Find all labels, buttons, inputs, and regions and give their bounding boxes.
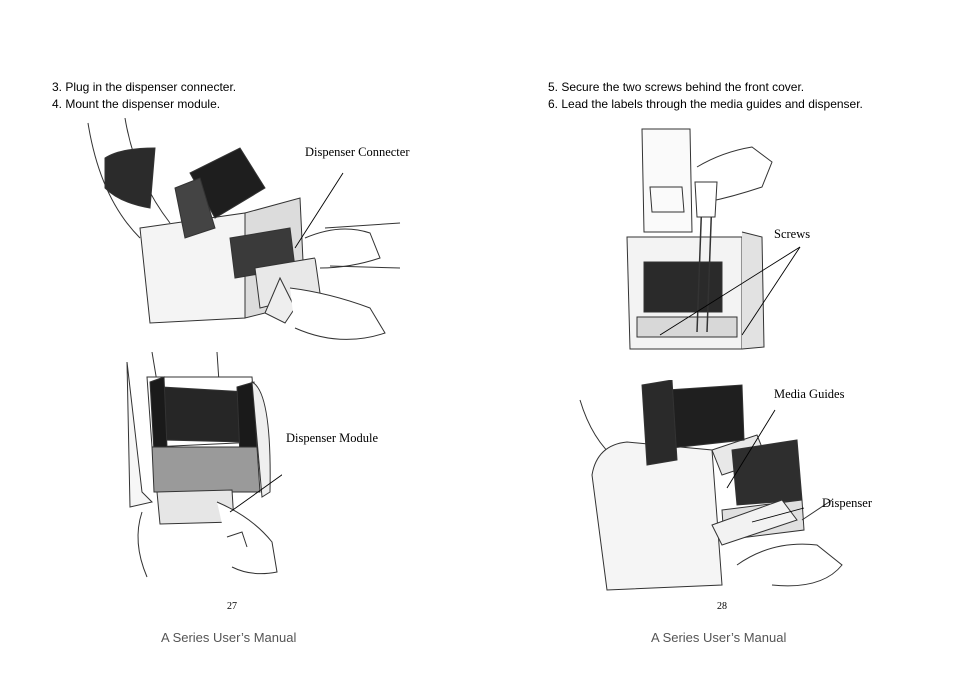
left-page: 3. Plug in the dispenser connecter. 4. M… <box>52 80 410 645</box>
callout-media-guides: Media Guides <box>774 387 845 401</box>
step-3: 3. Plug in the dispenser connecter. <box>52 80 237 94</box>
page-number: 27 <box>227 601 237 612</box>
dispenser-module-illustration <box>126 352 282 578</box>
step-6: 6. Lead the labels through the media gui… <box>548 97 863 111</box>
callout-dispenser-module: Dispenser Module <box>286 431 378 445</box>
footer: A Series User’s Manual <box>161 630 297 645</box>
step-4: 4. Mount the dispenser module. <box>52 97 221 111</box>
step-5: 5. Secure the two screws behind the fron… <box>548 80 805 94</box>
right-page: 5. Secure the two screws behind the fron… <box>477 0 954 675</box>
page-number: 28 <box>717 601 727 612</box>
screws-illustration <box>626 128 801 350</box>
footer: A Series User’s Manual <box>651 630 787 645</box>
dispenser-connecter-illustration <box>87 118 401 340</box>
callout-dispenser-connecter: Dispenser Connecter <box>305 145 410 159</box>
callout-dispenser: Dispenser <box>822 496 872 510</box>
media-guides-dispenser-illustration <box>579 380 843 591</box>
callout-screws: Screws <box>774 227 811 241</box>
